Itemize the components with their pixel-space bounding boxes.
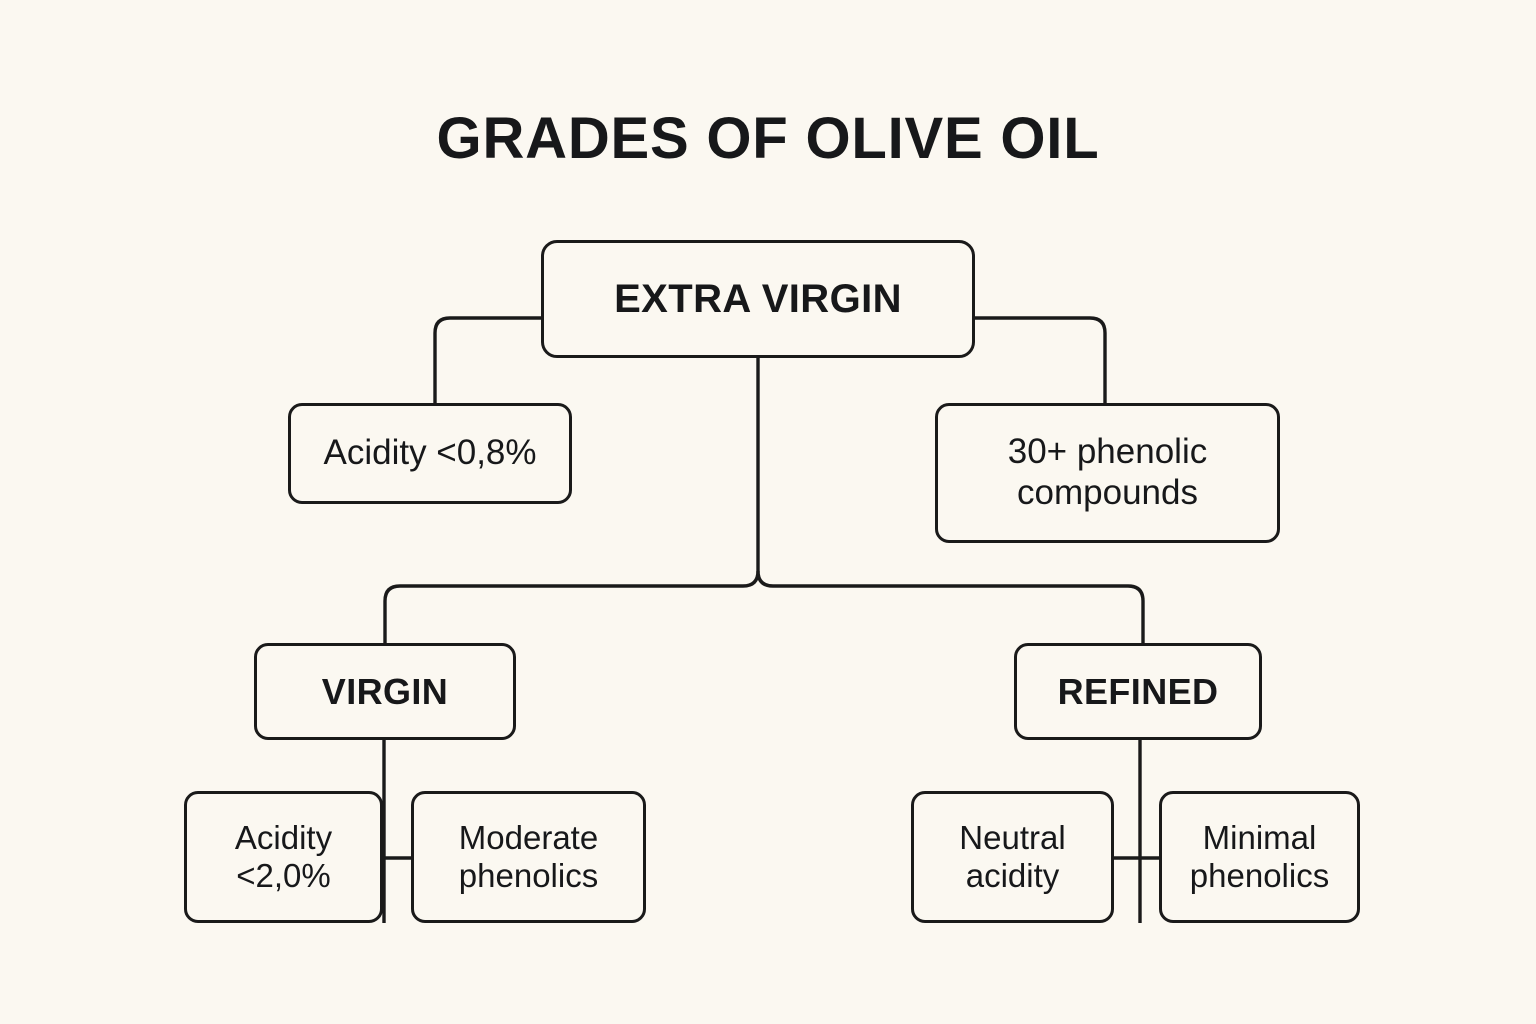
node-phenolic-extra-virgin[interactable]: 30+ phenolic compounds <box>935 403 1280 543</box>
node-phenolics-refined[interactable]: Minimal phenolics <box>1159 791 1360 923</box>
node-virgin[interactable]: VIRGIN <box>254 643 516 740</box>
node-acidity-refined[interactable]: Neutral acidity <box>911 791 1114 923</box>
edge-extravirgin-stem-right <box>756 570 1145 643</box>
node-virgin-label: VIRGIN <box>321 670 449 712</box>
page-title: GRADES OF OLIVE OIL <box>436 106 1100 171</box>
edge-extravirgin-phenolics <box>975 316 1107 403</box>
node-phenolics-virgin[interactable]: Moderate phenolics <box>411 791 646 923</box>
node-acidity-refined-label: Neutral acidity <box>959 818 1066 894</box>
node-acidity-virgin[interactable]: Acidity <2,0% <box>184 791 383 923</box>
node-acidity-extra-virgin[interactable]: Acidity <0,8% <box>288 403 572 504</box>
node-acidity-virgin-label: Acidity <2,0% <box>234 818 333 894</box>
node-refined-label: REFINED <box>1057 670 1219 712</box>
node-phenolics-refined-label: Minimal phenolics <box>1189 818 1330 894</box>
node-acidity-extra-virgin-label: Acidity <0,8% <box>323 433 537 473</box>
node-extra-virgin-label: EXTRA VIRGIN <box>614 276 902 321</box>
node-phenolic-extra-virgin-label: 30+ phenolic compounds <box>1007 432 1208 512</box>
node-refined[interactable]: REFINED <box>1014 643 1262 740</box>
edge-extravirgin-acidity <box>433 316 541 403</box>
node-extra-virgin[interactable]: EXTRA VIRGIN <box>541 240 975 358</box>
node-phenolics-virgin-label: Moderate phenolics <box>458 818 599 894</box>
